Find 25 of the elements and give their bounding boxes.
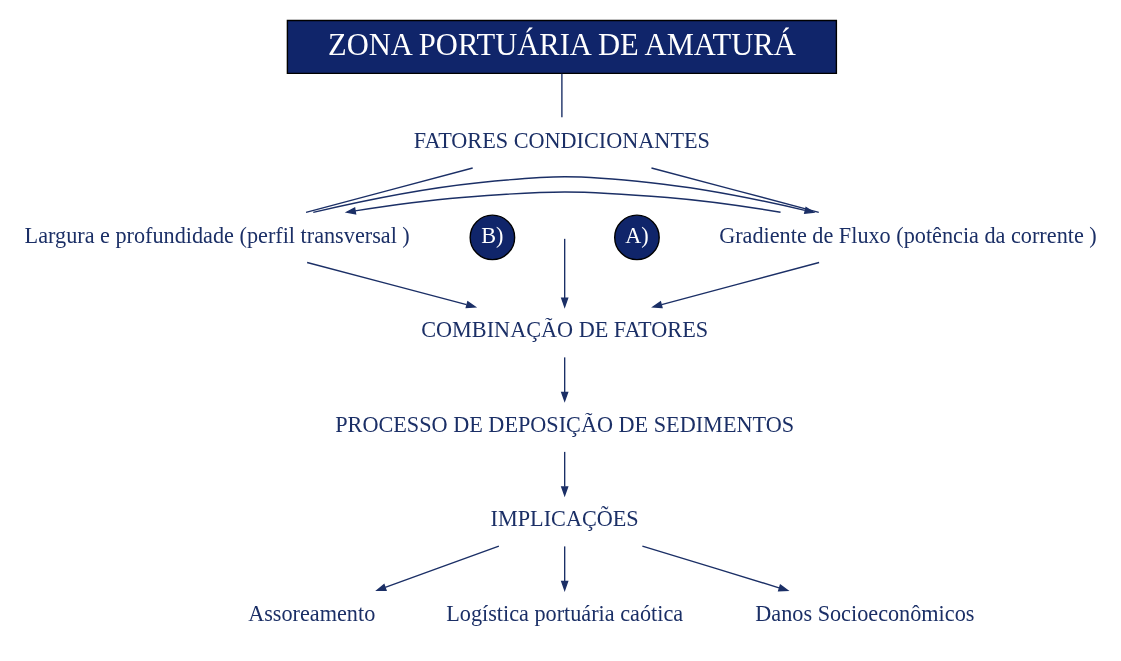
node-text: Largura e profundidade (perfil transversal ): [24, 222, 410, 248]
node-text: IMPLICAÇÕES: [490, 506, 639, 532]
arrow: [312, 176, 816, 215]
arrow: [641, 545, 790, 592]
connector: [305, 167, 474, 214]
arrow: [375, 545, 500, 591]
node-text: COMBINAÇÃO DE FATORES: [421, 317, 709, 343]
node-text: Danos Socioeconômicos: [755, 600, 975, 626]
arrow: [560, 451, 569, 498]
node-text: FATORES CONDICIONANTES: [413, 128, 710, 154]
arrow: [306, 261, 478, 309]
node-text: Assoreamento: [248, 600, 376, 626]
arrow: [560, 356, 569, 403]
node-box: ZONA PORTUÁRIA DE AMATURÁ: [286, 19, 838, 75]
node-text: Logística portuária caótica: [446, 600, 684, 626]
node-text: Gradiente de Fluxo (potência da corrente ): [719, 222, 1097, 248]
connector: [650, 167, 820, 214]
node-text: PROCESSO DE DEPOSIÇÃO DE SEDIMENTOS: [335, 411, 795, 437]
node-circle: B): [469, 214, 516, 261]
arrow: [651, 261, 820, 309]
arrow: [560, 238, 569, 309]
connector: [561, 73, 563, 119]
arrow: [560, 545, 569, 592]
arrow: [344, 191, 782, 215]
node-circle: A): [614, 214, 660, 261]
